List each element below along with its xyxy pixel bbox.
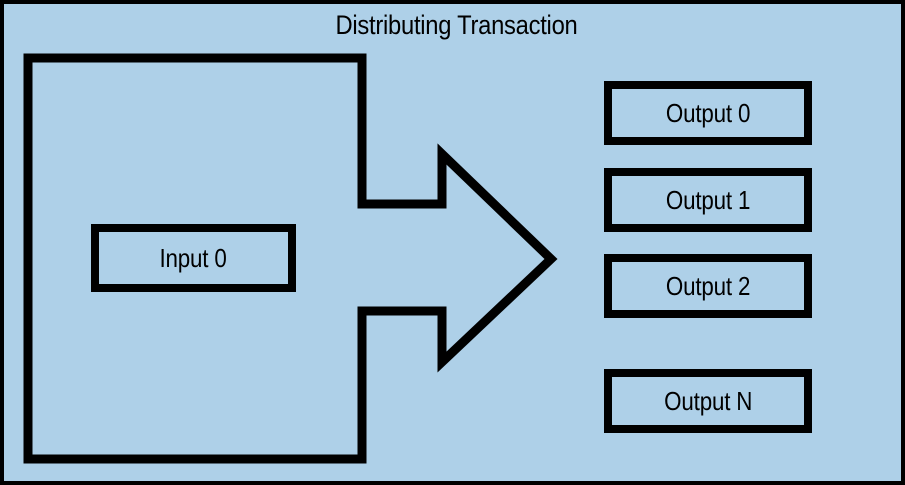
output-node-0-label: Output 0 bbox=[665, 98, 751, 128]
output-node-2[interactable]: Output 2 bbox=[604, 254, 812, 318]
input-node-0-label: Input 0 bbox=[159, 243, 228, 273]
output-node-n-label: Output N bbox=[663, 386, 753, 416]
output-node-2-label: Output 2 bbox=[665, 271, 751, 301]
diagram-shape-layer bbox=[23, 53, 558, 464]
output-node-1-label: Output 1 bbox=[665, 185, 751, 215]
input-node-0[interactable]: Input 0 bbox=[91, 224, 296, 292]
transaction-container-arrow-outline bbox=[23, 53, 558, 464]
output-node-n[interactable]: Output N bbox=[604, 369, 812, 433]
page-title: Distributing Transaction bbox=[335, 10, 578, 40]
output-node-1[interactable]: Output 1 bbox=[604, 168, 812, 232]
output-node-0[interactable]: Output 0 bbox=[604, 81, 812, 145]
